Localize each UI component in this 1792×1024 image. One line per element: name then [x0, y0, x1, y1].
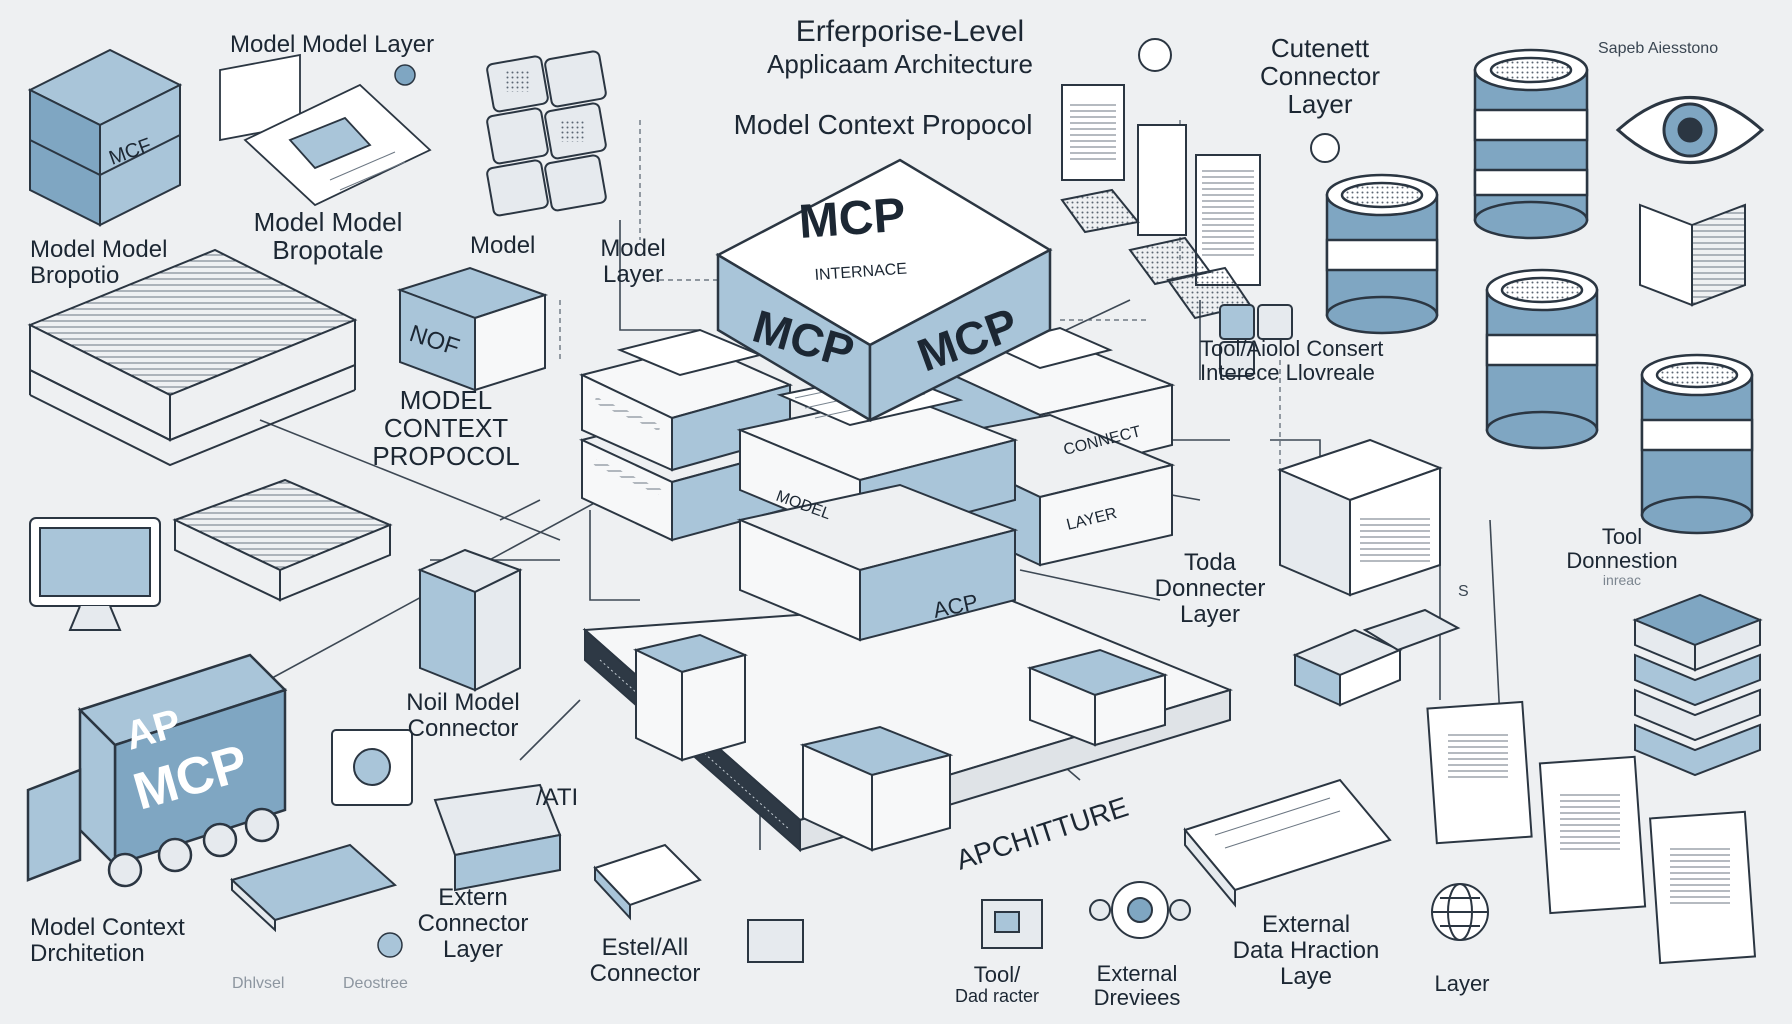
label-layer-2: Layer	[442, 935, 504, 963]
label-bropotio: Bropotio	[30, 261, 120, 289]
plug-icon	[1310, 133, 1340, 163]
keyboard-icon	[593, 843, 702, 921]
label-data-hraction: Data Hraction	[1232, 936, 1380, 964]
small-devices-right	[1219, 304, 1293, 377]
dashed-lines	[559, 120, 1281, 520]
label-external: External	[1261, 911, 1351, 938]
database-1	[1473, 48, 1589, 240]
label-s: S	[1458, 583, 1469, 600]
truck-icon	[26, 653, 288, 888]
label-donnecter: Donnecter	[1154, 574, 1266, 602]
label-inreac: inreac	[1602, 571, 1642, 588]
platform-cubes	[633, 633, 1169, 852]
label-connector-3: Connector	[589, 959, 701, 987]
database-2	[1325, 173, 1439, 335]
label-api: /ATI	[536, 784, 579, 811]
book-icon	[1639, 203, 1746, 307]
database-4	[1640, 353, 1754, 535]
label-model-model: Model Model	[253, 207, 403, 237]
label-cutenett: Cutenett	[1270, 33, 1370, 63]
label-toda: Toda	[1183, 549, 1237, 576]
mcp-top-title: MCP	[797, 189, 907, 249]
label-estel: Estel/All	[601, 934, 689, 961]
label-model-caps: MODEL	[399, 385, 493, 415]
label-donnestion: Donnestion	[1566, 547, 1678, 573]
layer-stack	[579, 326, 1176, 642]
label-model-context: Model Context	[30, 914, 185, 941]
platform-label: APCHITTURE	[952, 791, 1132, 876]
label-external-devices: External	[1096, 961, 1178, 986]
label-layer-globe: Layer	[1434, 971, 1490, 996]
label-dreviees: Dreviees	[1093, 984, 1181, 1010]
label-model-model-layer: Model Model Layer	[230, 31, 435, 58]
label-context-caps: CONTEXT	[383, 413, 509, 444]
label-noil-model: Noil Model	[406, 689, 520, 716]
eye-icon	[1615, 96, 1765, 164]
database-3	[1485, 268, 1599, 450]
label-corner: Sapeb Aiesstono	[1598, 40, 1719, 57]
label-extern: Extern	[438, 884, 508, 911]
paper-stack	[27, 248, 393, 602]
label-connector: Connector	[407, 714, 519, 742]
document-panels	[1426, 700, 1757, 965]
title-line-1: Erferporise-Level	[795, 15, 1025, 48]
screen-group	[1060, 84, 1261, 320]
label-faint-1: Dhlvsel	[232, 975, 285, 992]
globe-icon	[1431, 883, 1489, 941]
mcp-top-subtitle: INTERNACE	[814, 261, 907, 284]
label-tool-right: Tool	[1601, 524, 1643, 549]
label-bropotale: Bropotale	[272, 235, 384, 266]
tile-stack	[1632, 593, 1763, 777]
label-propocol-caps: PROPOCOL	[372, 441, 520, 472]
mcp-block-labels: MCP INTERNACE MCP MCP	[747, 189, 1024, 382]
server-rack	[1277, 438, 1443, 597]
label-tool-dad: Tool/	[973, 962, 1021, 987]
mcp-interface-block	[715, 158, 1053, 423]
top-left-cube	[27, 48, 183, 227]
data-sheet	[1183, 778, 1392, 908]
label-layer-toda: Layer	[1179, 600, 1241, 628]
label-drchitetion: Drchitetion	[30, 939, 145, 967]
info-dot-icon	[394, 64, 416, 86]
label-dad-racter: Dad racter	[954, 985, 1040, 1006]
database-icons	[1325, 48, 1754, 535]
network-hub-icon	[1089, 881, 1191, 939]
documents-top-left	[219, 53, 432, 207]
label-connector-2: Connector	[417, 909, 529, 937]
label-model-layer-1: Model	[600, 235, 666, 262]
title-line-2: Applicaam Architecture	[767, 49, 1033, 79]
cube-grid	[486, 50, 607, 217]
device-box	[433, 783, 562, 892]
picture-frame-icon	[331, 729, 413, 806]
label-layer-right: Layer	[1287, 89, 1353, 120]
label-model-layer-2: Layer	[602, 260, 664, 288]
server-stack-right	[1292, 608, 1461, 707]
nof-block	[396, 266, 549, 392]
monitor-icon	[29, 517, 161, 631]
link-icon	[1138, 38, 1172, 72]
badge-icon	[377, 932, 403, 958]
label-interece: Interece Llovreale	[1200, 359, 1375, 385]
server-tower	[417, 548, 523, 692]
label-model: Model	[470, 232, 536, 259]
tool-box-icon	[747, 899, 1043, 963]
label-laye: Laye	[1279, 962, 1333, 990]
subtitle: Model Context Propocol	[733, 109, 1033, 140]
tablet-icon	[230, 843, 398, 933]
label-faint-2: Deostree	[343, 975, 408, 992]
label-connector-right: Connector	[1260, 61, 1380, 92]
label-model-model-2: Model Model	[30, 236, 168, 263]
label-tool-aiolol: Tool/Aiolol Consert	[1200, 336, 1384, 361]
